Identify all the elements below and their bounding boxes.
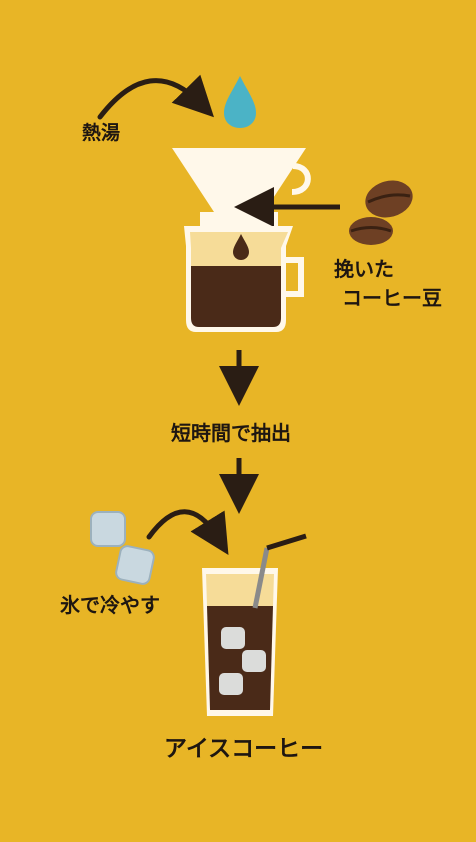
brew-step-label: 短時間で抽出: [171, 421, 291, 445]
dripper-icon: [172, 148, 311, 226]
ice-arrow: [146, 509, 229, 556]
ice-step-label: 氷で冷やす: [60, 593, 160, 617]
server-pitcher-icon: [184, 226, 304, 332]
hot-water-label: 熱湯: [82, 122, 121, 144]
coffee-bean-icon: [349, 217, 393, 245]
ground-beans-label-line2: コーヒー豆: [342, 286, 442, 310]
ice-cube-icon: [90, 511, 126, 547]
water-drop-icon: [224, 76, 256, 128]
result-label: アイスコーヒー: [164, 736, 324, 762]
ground-beans-label-line1: 挽いた: [334, 257, 394, 281]
coffee-bean-icon: [365, 180, 413, 218]
hot-water-arrow: [97, 74, 215, 120]
ice-cube-icon: [115, 545, 155, 585]
iced-coffee-glass-icon: [202, 533, 307, 716]
